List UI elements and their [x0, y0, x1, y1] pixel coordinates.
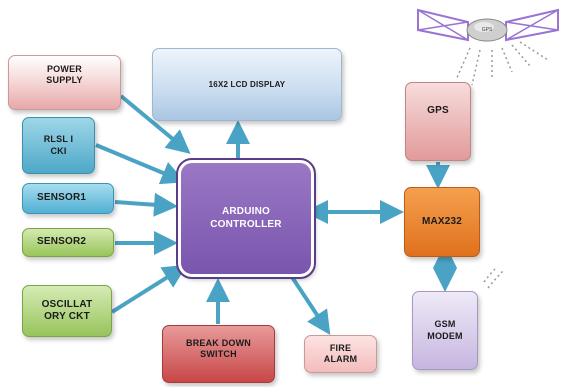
- break-down-switch-block: BREAK DOWN SWITCH: [162, 325, 275, 383]
- sensor2-block: SENSOR2: [22, 228, 114, 257]
- satellite-label: GPS: [481, 27, 493, 33]
- arrow-rtc-to-controller: [95, 143, 186, 185]
- lcd-display-block: 16X2 LCD DISPLAY: [152, 48, 342, 121]
- satellite-icon: [417, 8, 559, 42]
- signal-waves-icon: [455, 41, 549, 86]
- arrow-controller-to-fire-alarm: [290, 275, 331, 336]
- gsm-modem-block: GSM MODEM: [412, 291, 478, 370]
- rtc-block: RLSL I CKI: [22, 117, 95, 174]
- gps-block: GPS: [405, 82, 471, 161]
- arduino-controller-block: ARDUINO CONTROLLER: [176, 158, 316, 279]
- arrow-power-to-controller: [119, 94, 191, 154]
- max232-block: MAX232: [404, 187, 480, 257]
- arrow-oscillator-to-controller: [110, 264, 188, 314]
- power-supply-block: POWER SUPPLY: [8, 55, 121, 110]
- arrow-sensor1-to-controller: [114, 192, 178, 217]
- gsm-signal-icon: [483, 267, 505, 289]
- sensor1-block: SENSOR1: [22, 183, 114, 214]
- fire-alarm-block: FIRE ALARM: [304, 335, 377, 373]
- oscillatory-circuit-block: OSCILLAT ORY CKT: [22, 285, 112, 337]
